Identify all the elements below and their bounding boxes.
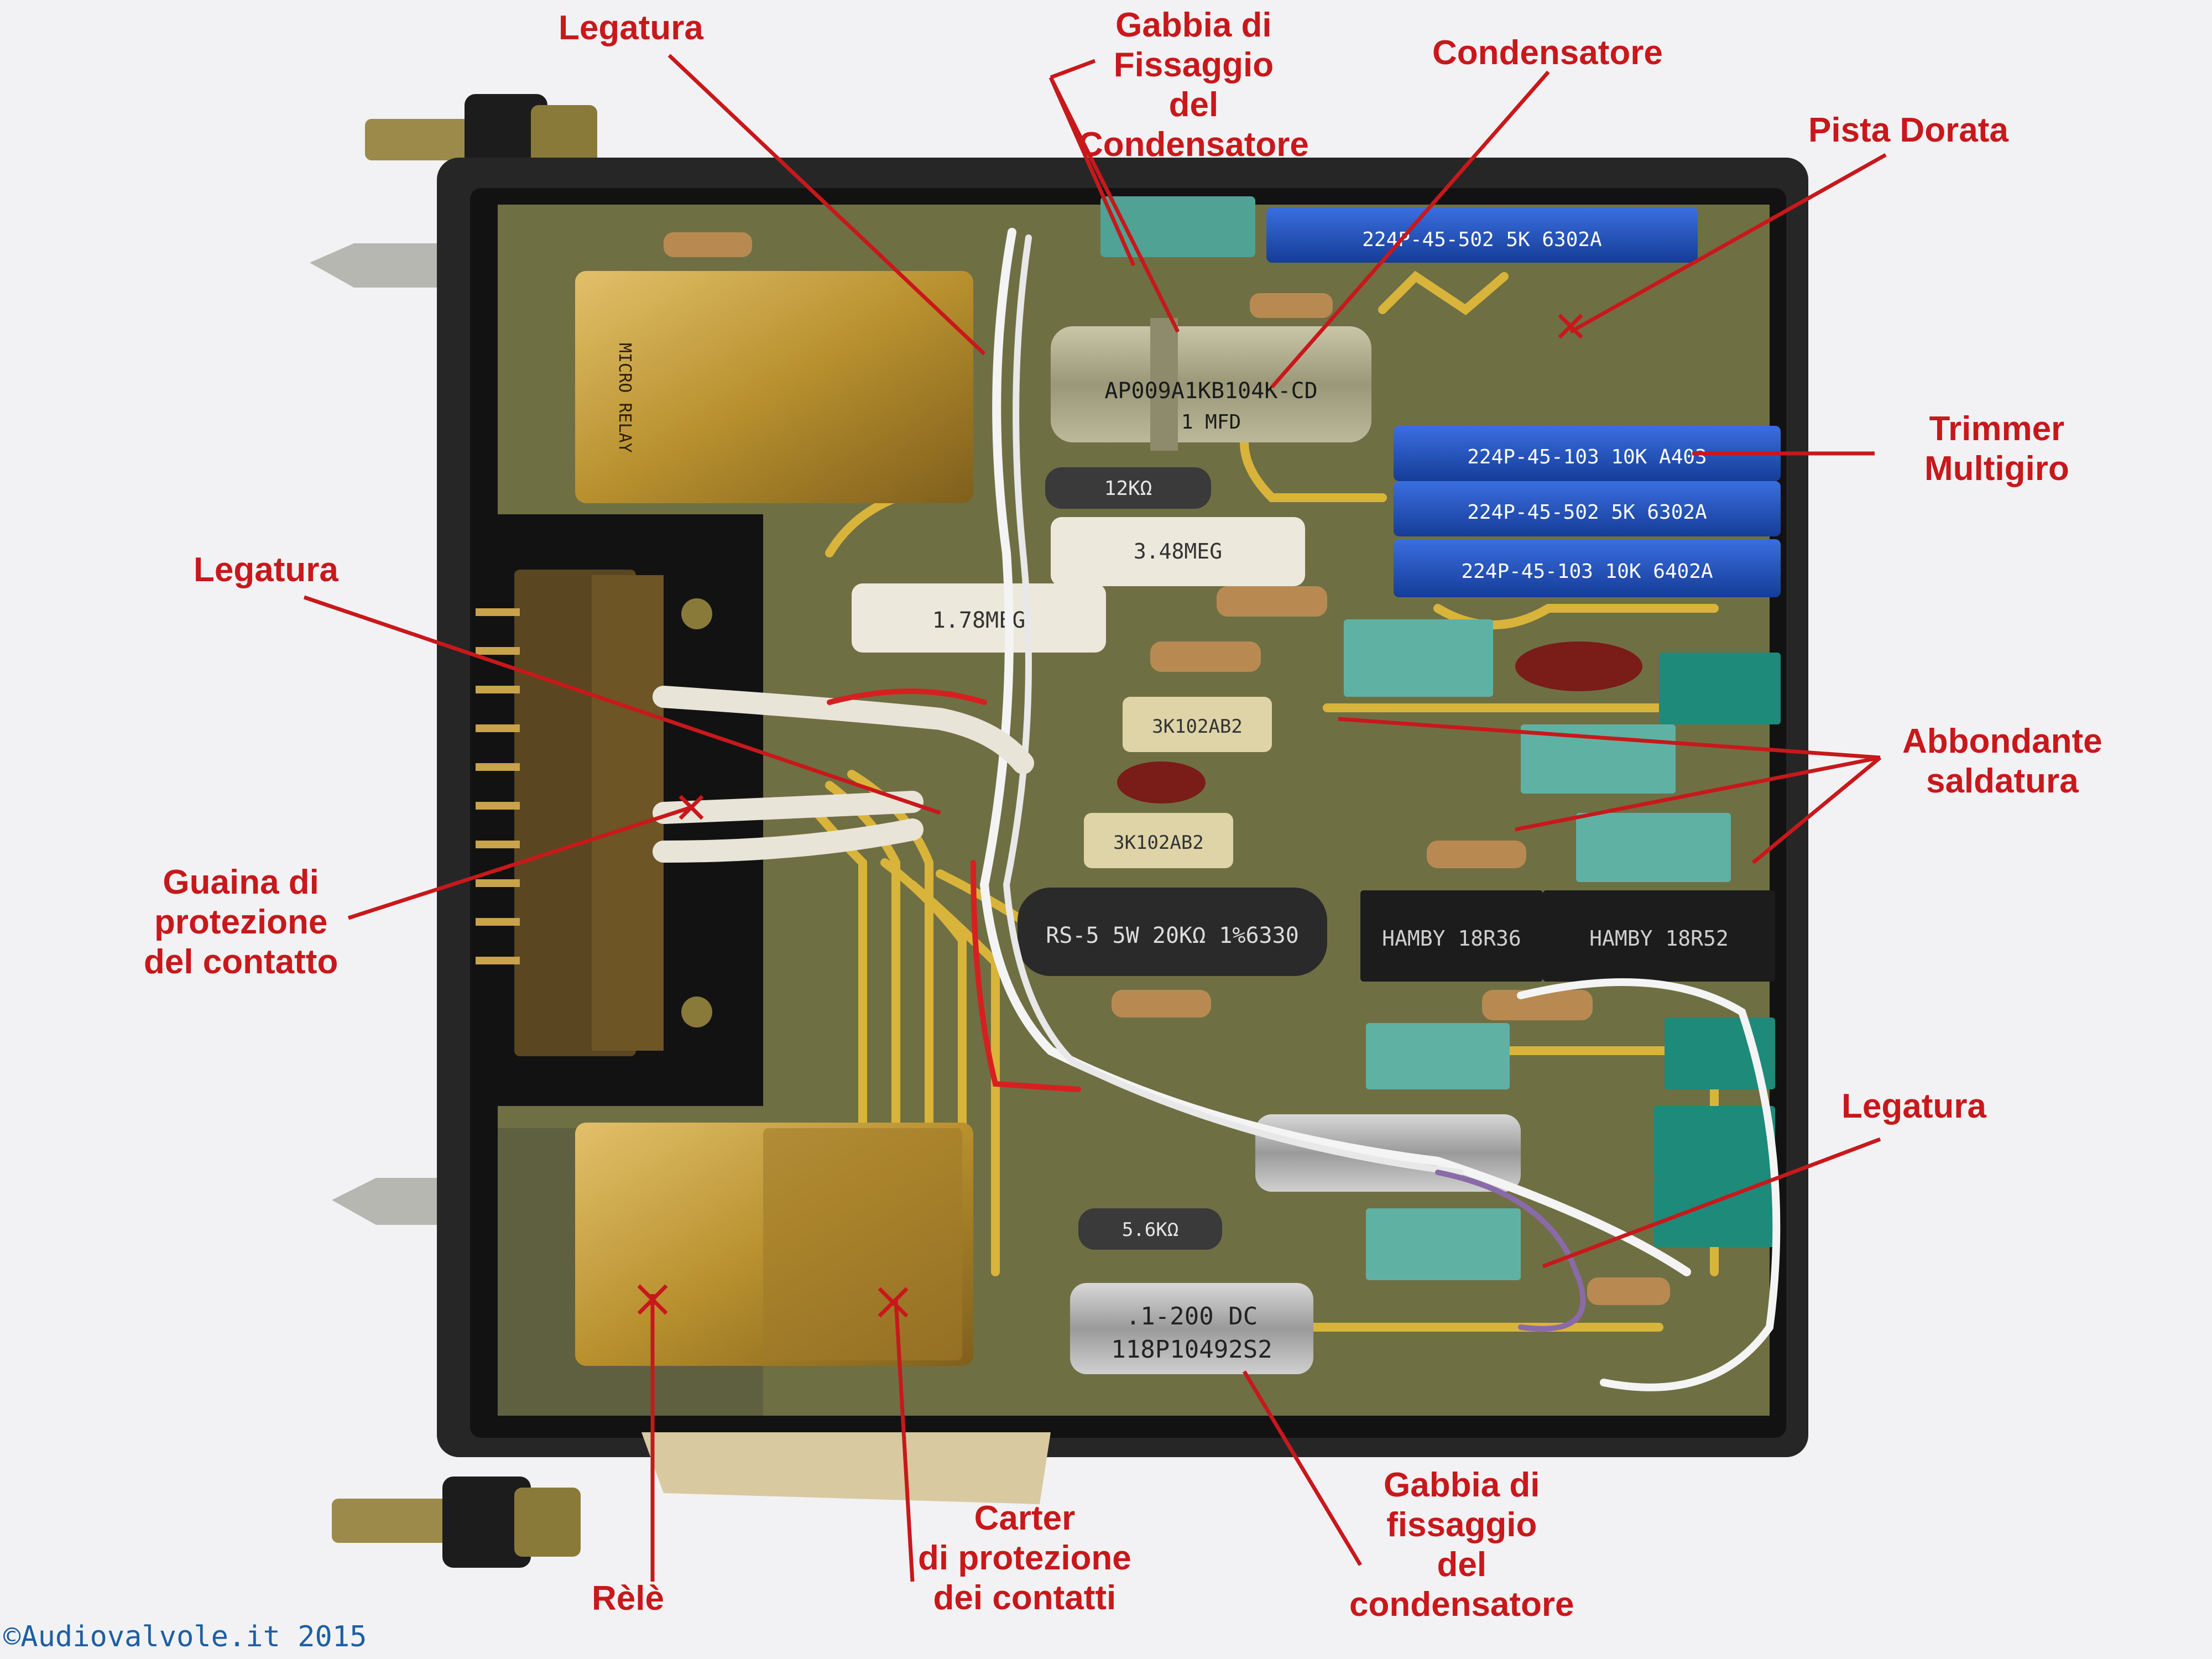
annotation-markers (637, 314, 1583, 1318)
resistor-1.78meg: 1.78MEG (852, 583, 1106, 653)
resistor-12k: 12KΩ (1045, 467, 1211, 509)
small-resistors (664, 232, 1670, 1305)
trimmer-1-text: 224P-45-502 5K 6302A (1362, 228, 1602, 251)
tantalum-capacitor-a (1515, 641, 1642, 691)
label-legatura-left: Legatura (194, 551, 338, 589)
tantalum-capacitor-b (1117, 761, 1206, 804)
svg-text:12KΩ: 12KΩ (1104, 477, 1152, 500)
mounting-studs (310, 94, 597, 1568)
capacitor-top: AP009A1KB104K-CD 1 MFD (1051, 318, 1371, 451)
relay-top: MICRO RELAY (575, 271, 973, 503)
trimmer-2-text: 224P-45-103 10K A403 (1467, 446, 1707, 468)
label-trimmer-multigiro: Trimmer Multigiro (1924, 410, 2069, 488)
svg-text:.1-200 DC: .1-200 DC (1126, 1302, 1258, 1331)
paper-shim (641, 1432, 1051, 1504)
svg-text:5.6KΩ: 5.6KΩ (1122, 1219, 1178, 1241)
hamby-resistor-1: HAMBY 18R36 (1360, 890, 1543, 982)
resistor-5.6k: 5.6KΩ (1078, 1208, 1222, 1250)
edge-connector (476, 570, 712, 1056)
copyright-text: ©Audiovalvole.it 2015 (3, 1620, 367, 1653)
relay-bottom (575, 1123, 973, 1366)
wire-harness (653, 228, 1781, 1391)
label-gabbia-top: Gabbia di Fissaggio del Condensatore (1078, 6, 1309, 164)
capacitor-top-value: 1 MFD (1181, 411, 1241, 434)
relay-top-text: MICRO RELAY (615, 343, 634, 453)
svg-text:3K102AB2: 3K102AB2 (1152, 716, 1243, 738)
resistor-3.48meg: 3.48MEG (1051, 517, 1305, 586)
label-condensatore: Condensatore (1432, 34, 1663, 72)
label-guaina: Guaina di protezione del contatto (144, 863, 338, 981)
svg-text:RS-5 5W 20KΩ 1%6330: RS-5 5W 20KΩ 1%6330 (1046, 923, 1299, 948)
label-legatura-top: Legatura (559, 9, 703, 47)
label-abbondante-saldatura: Abbondante saldatura (1902, 722, 2103, 800)
label-pista-dorata: Pista Dorata (1808, 111, 2008, 149)
label-gabbia-bottom: Gabbia di fissaggio del condensatore (1349, 1466, 1574, 1624)
capacitor-top-text: AP009A1KB104K-CD (1104, 378, 1317, 404)
capacitor-teal-top (1100, 196, 1255, 257)
hamby-resistor-2: HAMBY 18R52 (1543, 890, 1775, 982)
capacitor-3k102-a: 3K102AB2 (1123, 697, 1272, 752)
svg-text:118P10492S2: 118P10492S2 (1111, 1335, 1272, 1364)
trimmer-2: 224P-45-103 10K A403 (1394, 426, 1781, 481)
svg-text:3.48MEG: 3.48MEG (1134, 539, 1222, 564)
trimmer-1: 224P-45-502 5K 6302A (1266, 207, 1698, 263)
resistor-20k: RS-5 5W 20KΩ 1%6330 (1018, 888, 1327, 976)
svg-text:HAMBY 18R52: HAMBY 18R52 (1589, 926, 1729, 951)
label-legatura-right: Legatura (1841, 1087, 1986, 1125)
trimmer-3-text: 224P-45-502 5K 6302A (1467, 501, 1707, 524)
trimmer-4: 224P-45-103 10K 6402A (1394, 539, 1781, 597)
trimmer-3: 224P-45-502 5K 6302A (1394, 481, 1781, 536)
label-rele: Rèlè (592, 1579, 664, 1618)
annotation-lines (303, 54, 1887, 1582)
svg-text:HAMBY 18R36: HAMBY 18R36 (1382, 926, 1521, 951)
label-carter: Carter di protezione dei contatti (918, 1499, 1131, 1617)
capacitor-3k102-b: 3K102AB2 (1084, 813, 1233, 868)
svg-text:3K102AB2: 3K102AB2 (1113, 832, 1204, 854)
trimmer-4-text: 224P-45-103 10K 6402A (1461, 560, 1713, 583)
capacitor-bottom: .1-200 DC 118P10492S2 (1070, 1283, 1313, 1374)
